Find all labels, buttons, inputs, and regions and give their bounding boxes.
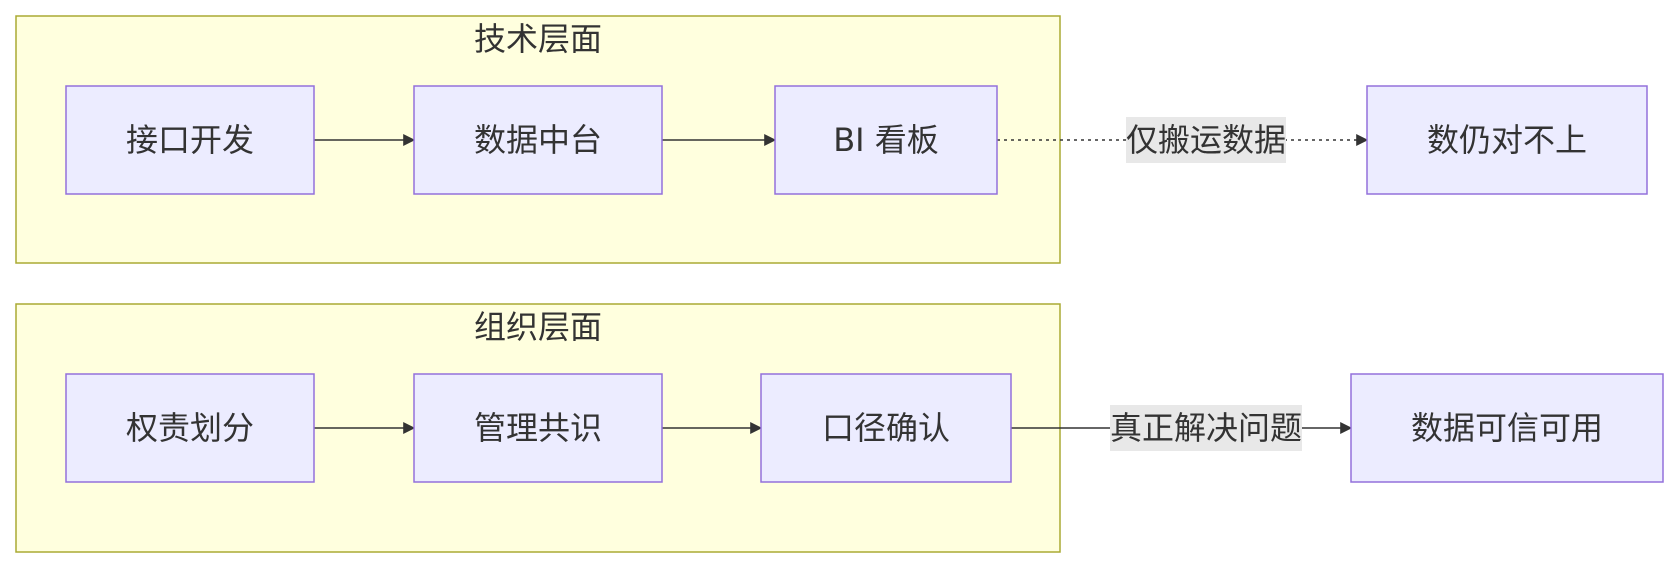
node-mgmt-consensus: 管理共识: [413, 373, 663, 483]
node-api-dev: 接口开发: [65, 85, 315, 195]
node-data-trusted: 数据可信可用: [1350, 373, 1664, 483]
node-responsibility-label: 权责划分: [126, 409, 254, 447]
edge-label-bg-1: [1126, 117, 1286, 163]
node-data-platform: 数据中台: [413, 85, 663, 195]
group-org-title: 组织层面: [474, 308, 602, 346]
node-bi-dashboard: BI 看板: [774, 85, 998, 195]
node-data-mismatch: 数仍对不上: [1366, 85, 1648, 195]
node-mgmt-consensus-label: 管理共识: [474, 409, 602, 447]
node-data-platform-label: 数据中台: [474, 121, 602, 159]
node-api-dev-label: 接口开发: [126, 121, 254, 159]
node-data-mismatch-label: 数仍对不上: [1427, 121, 1587, 159]
node-bi-dashboard-label: BI 看板: [833, 121, 939, 159]
edge-label-only-moving: 仅搬运数据: [1126, 121, 1286, 159]
node-data-trusted-label: 数据可信可用: [1411, 409, 1603, 447]
edge-label-bg-2: [1110, 405, 1302, 451]
node-responsibility: 权责划分: [65, 373, 315, 483]
edge-label-truly-solve: 真正解决问题: [1110, 409, 1302, 447]
node-metric-confirm-label: 口径确认: [822, 409, 950, 447]
group-tech-title: 技术层面: [474, 20, 602, 58]
node-metric-confirm: 口径确认: [760, 373, 1012, 483]
